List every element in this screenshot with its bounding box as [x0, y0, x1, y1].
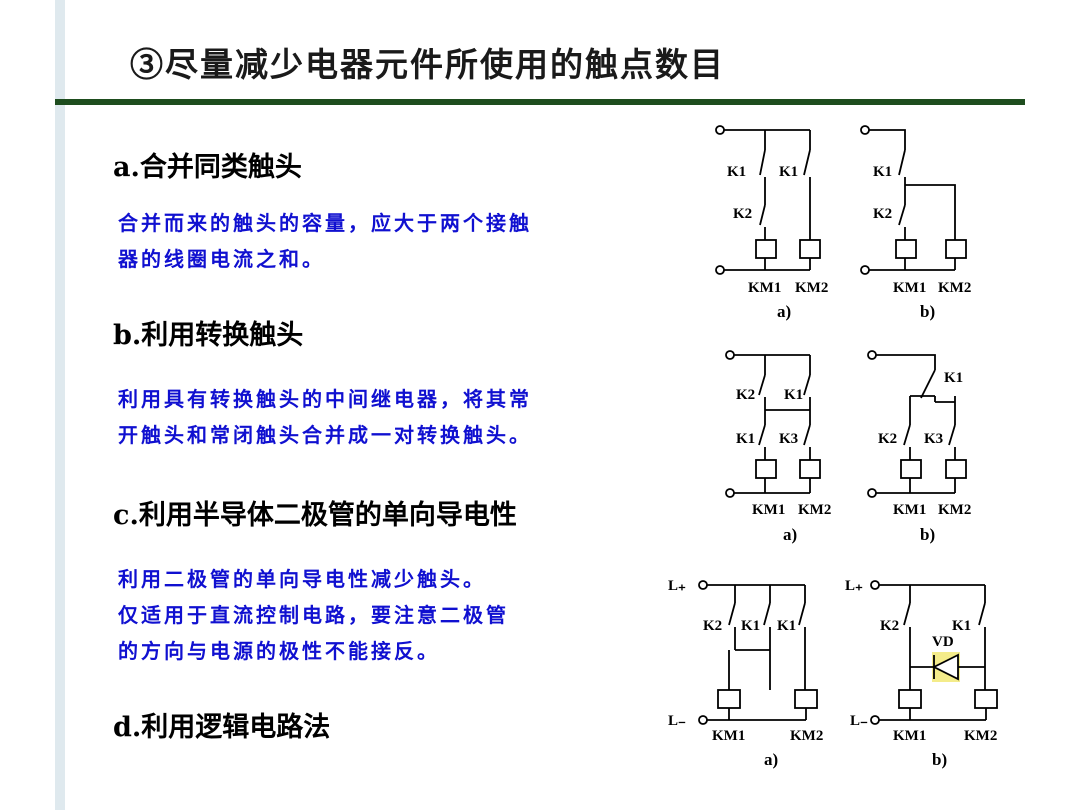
label-k1: K1 — [952, 618, 971, 634]
label-k1: K1 — [741, 618, 760, 634]
label-k3: K3 — [779, 431, 798, 447]
label-km1: KM1 — [893, 502, 926, 518]
diagram-1b — [860, 125, 967, 275]
label-km2: KM2 — [938, 502, 971, 518]
label-k2: K2 — [878, 431, 897, 447]
diagram-3b — [870, 580, 998, 725]
label-l-minus: L₋ — [668, 713, 686, 729]
label-k1: K1 — [784, 387, 803, 403]
heading-b: b.利用转换触头 — [113, 320, 304, 351]
label-km2: KM2 — [938, 280, 971, 296]
label-sub-a: a) — [783, 525, 797, 544]
label-vd: VD — [932, 634, 954, 650]
label-km2: KM2 — [790, 728, 823, 744]
label-km2: KM2 — [795, 280, 828, 296]
desc-a-line-1: 合并而来的触头的容量，应大于两个接触 — [118, 211, 532, 235]
label-sub-b: b) — [932, 750, 947, 769]
label-km1: KM1 — [712, 728, 745, 744]
desc-b-line-2: 开触头和常闭触头合并成一对转换触头。 — [118, 423, 532, 447]
diagram-1a — [715, 125, 821, 275]
desc-c-line-1: 利用二极管的单向导电性减少触头。 — [118, 567, 486, 591]
heading-d: d.利用逻辑电路法 — [113, 712, 331, 743]
heading-c: c.利用半导体二极管的单向导电性 — [113, 500, 517, 531]
label-k1: K1 — [779, 164, 798, 180]
label-km1: KM1 — [893, 280, 926, 296]
diagram-2b — [867, 350, 967, 498]
desc-a-line-2: 器的线圈电流之和。 — [118, 247, 325, 271]
label-k1: K1 — [873, 164, 892, 180]
title-rule — [55, 99, 1025, 105]
heading-a: a.合并同类触头 — [113, 152, 302, 183]
label-sub-a: a) — [764, 750, 778, 769]
left-accent-bar — [55, 0, 65, 810]
label-km1: KM1 — [893, 728, 926, 744]
label-k1: K1 — [736, 431, 755, 447]
desc-b-line-1: 利用具有转换触头的中间继电器，将其常 — [118, 387, 532, 411]
label-k2: K2 — [873, 206, 892, 222]
diagram-2a — [725, 350, 821, 498]
desc-c-line-3: 的方向与电源的极性不能接反。 — [118, 639, 440, 663]
diagram-labels: K1 K1 K2 KM1 KM2 a) K1 K2 KM1 KM2 b) K2 … — [668, 164, 997, 769]
label-k1: K1 — [727, 164, 746, 180]
label-k2: K2 — [703, 618, 722, 634]
desc-c-line-2: 仅适用于直流控制电路，要注意二极管 — [118, 603, 509, 627]
label-km2: KM2 — [798, 502, 831, 518]
label-sub-b: b) — [920, 525, 935, 544]
label-k2: K2 — [733, 206, 752, 222]
label-k1: K1 — [944, 370, 963, 386]
desc-a: 合并而来的触头的容量，应大于两个接触 器的线圈电流之和。 — [118, 205, 532, 277]
label-l-plus: L₊ — [845, 578, 863, 594]
slide-title: ③尽量减少电器元件所使用的触点数目 — [130, 45, 725, 84]
desc-b: 利用具有转换触头的中间继电器，将其常 开触头和常闭触头合并成一对转换触头。 — [118, 381, 532, 453]
desc-c: 利用二极管的单向导电性减少触头。 仅适用于直流控制电路，要注意二极管 的方向与电… — [118, 561, 509, 669]
label-km1: KM1 — [748, 280, 781, 296]
label-km2: KM2 — [964, 728, 997, 744]
label-k3: K3 — [924, 431, 943, 447]
label-k2: K2 — [736, 387, 755, 403]
label-k2: K2 — [880, 618, 899, 634]
diagram-3a — [698, 580, 818, 725]
label-sub-a: a) — [777, 302, 791, 321]
label-l-minus: L₋ — [850, 713, 868, 729]
label-l-plus: L₊ — [668, 578, 686, 594]
label-km1: KM1 — [752, 502, 785, 518]
label-sub-b: b) — [920, 302, 935, 321]
label-k1: K1 — [777, 618, 796, 634]
